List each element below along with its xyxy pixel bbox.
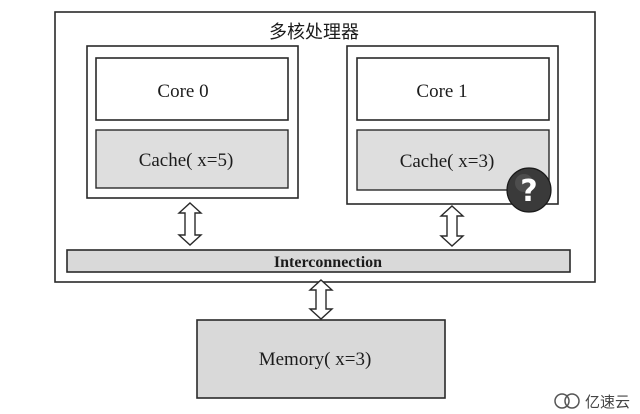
watermark-text: 亿速云 xyxy=(585,393,630,411)
core-1-box xyxy=(356,57,550,121)
interconnection-label: Interconnection xyxy=(274,254,382,271)
cache-1-label: Cache( x=3) xyxy=(400,151,495,172)
memory-box xyxy=(196,319,446,399)
watermark-logo-icon xyxy=(554,393,580,409)
cache-0-box xyxy=(95,129,289,189)
processor-title: 多核处理器 xyxy=(269,22,359,43)
cache-0-label: Cache( x=5) xyxy=(139,150,234,171)
question-mark: ? xyxy=(520,174,537,209)
core-1-label: Core 1 xyxy=(416,81,467,102)
core-0-label: Core 0 xyxy=(157,81,208,102)
double-arrow-core-0 xyxy=(177,202,203,246)
core-0-box xyxy=(95,57,289,121)
memory-label: Memory( x=3) xyxy=(259,349,372,370)
double-arrow-memory xyxy=(308,279,334,320)
double-arrow-core-1 xyxy=(439,205,465,247)
interconnection-bar xyxy=(66,249,571,273)
